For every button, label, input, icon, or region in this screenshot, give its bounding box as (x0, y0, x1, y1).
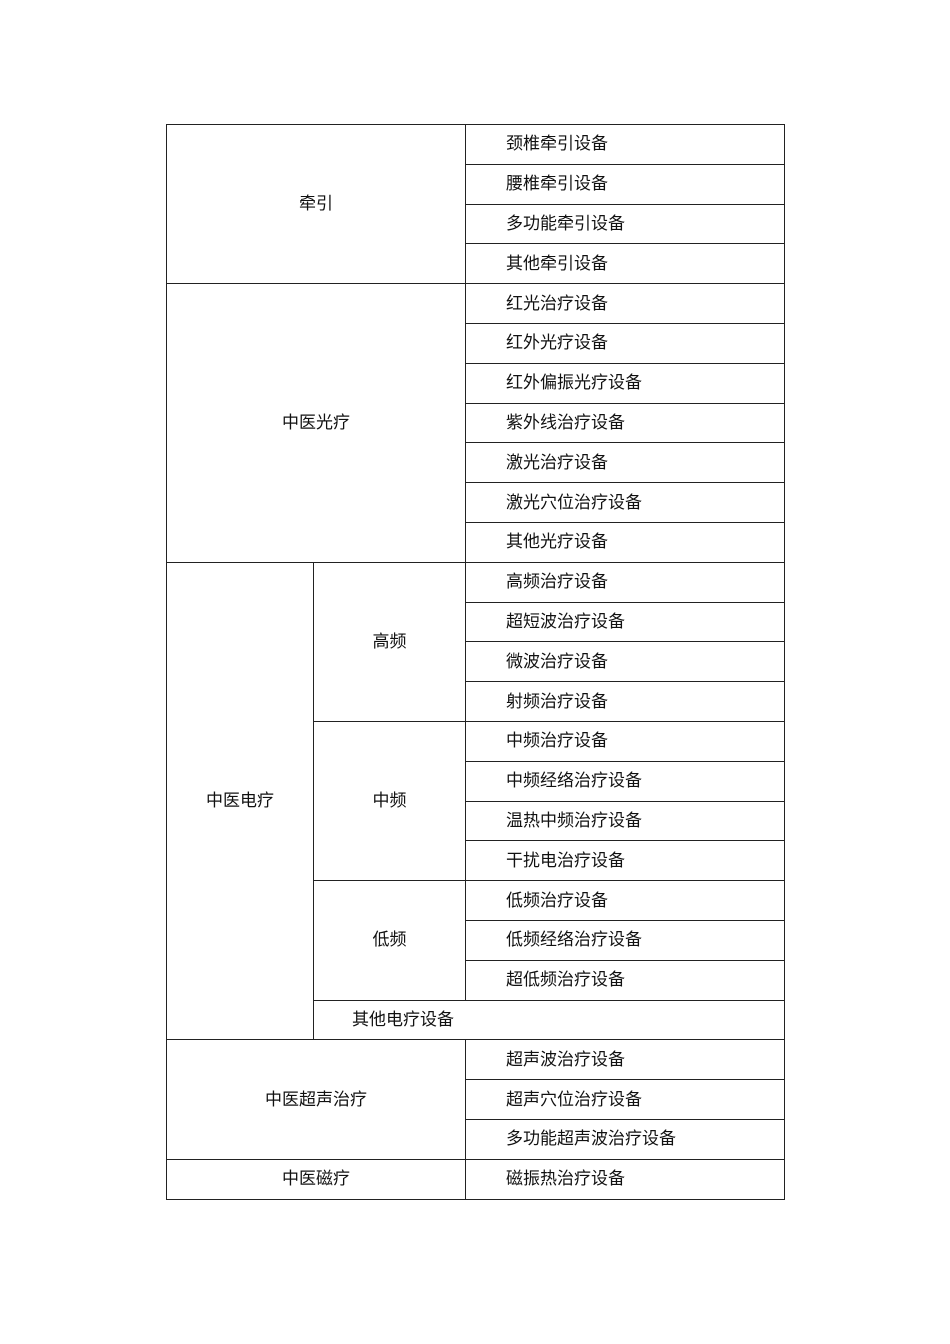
category-electrotherapy: 中医电疗 (166, 561, 314, 1041)
item-cell: 超声波治疗设备 (465, 1039, 785, 1081)
item-cell: 其他光疗设备 (465, 521, 785, 563)
item-cell: 超短波治疗设备 (465, 601, 785, 643)
table-row: 牵引 颈椎牵引设备 (166, 123, 785, 285)
table-row: 其他光疗设备 (167, 521, 785, 563)
item-cell: 红光治疗设备 (465, 283, 785, 324)
table-row: 射频治疗设备 (167, 681, 785, 722)
equipment-classification-table: 牵引 颈椎牵引设备 腰椎牵引设备 多功能牵引设备 其他牵引设备 中医光疗 红光治… (166, 123, 785, 1200)
item-cell: 激光治疗设备 (465, 442, 785, 484)
table-row: 温热中频治疗设备 (167, 800, 785, 842)
table-row: 超短波治疗设备 (167, 601, 785, 643)
table-row: 中医光疗 红光治疗设备 (166, 283, 785, 563)
item-cell: 温热中频治疗设备 (465, 800, 785, 842)
table-row: 中医超声治疗 超声波治疗设备 (166, 1039, 785, 1160)
item-cell: 多功能超声波治疗设备 (465, 1118, 785, 1160)
table-row: 紫外线治疗设备 (167, 402, 785, 444)
table-row: 中频 中频治疗设备 (167, 720, 785, 882)
item-other-electrotherapy: 其他电疗设备 (313, 999, 785, 1041)
item-cell: 红外光疗设备 (465, 322, 785, 364)
table-row: 低频 低频治疗设备 (167, 880, 785, 1001)
item-cell: 其他牵引设备 (465, 243, 785, 285)
category-ultrasound: 中医超声治疗 (166, 1039, 466, 1160)
item-cell: 低频经络治疗设备 (465, 919, 785, 961)
item-cell: 颈椎牵引设备 (465, 124, 785, 165)
item-cell: 激光穴位治疗设备 (465, 482, 785, 523)
item-cell: 低频治疗设备 (465, 880, 785, 921)
category-traction: 牵引 (166, 123, 466, 285)
table-row: 超低频治疗设备 (167, 959, 785, 1001)
item-cell: 腰椎牵引设备 (465, 163, 785, 205)
subcategory-low-frequency: 低频 (313, 880, 466, 1001)
item-cell: 磁振热治疗设备 (465, 1158, 785, 1200)
table-row: 中医磁疗 磁振热治疗设备 (166, 1158, 785, 1200)
table-row: 红外偏振光疗设备 (167, 362, 785, 404)
table-row: 中频经络治疗设备 (167, 760, 785, 802)
subcategory-high-frequency: 高频 (313, 561, 466, 722)
item-cell: 紫外线治疗设备 (465, 402, 785, 444)
item-cell: 高频治疗设备 (465, 561, 785, 603)
table-row: 多功能超声波治疗设备 (167, 1118, 785, 1160)
category-light-therapy: 中医光疗 (166, 283, 466, 563)
item-cell: 多功能牵引设备 (465, 203, 785, 245)
item-cell: 干扰电治疗设备 (465, 840, 785, 882)
category-magnetic: 中医磁疗 (166, 1158, 466, 1200)
item-cell: 红外偏振光疗设备 (465, 362, 785, 404)
table-row: 激光治疗设备 (167, 442, 785, 484)
table-row: 激光穴位治疗设备 (167, 482, 785, 523)
item-cell: 微波治疗设备 (465, 641, 785, 683)
table-row: 多功能牵引设备 (167, 203, 785, 245)
item-cell: 中频经络治疗设备 (465, 760, 785, 802)
table-row: 红外光疗设备 (167, 322, 785, 364)
item-cell: 超声穴位治疗设备 (465, 1079, 785, 1120)
table-row: 微波治疗设备 (167, 641, 785, 683)
item-cell: 超低频治疗设备 (465, 959, 785, 1001)
item-cell: 中频治疗设备 (465, 720, 785, 762)
subcategory-mid-frequency: 中频 (313, 720, 466, 882)
table-row: 中医电疗 高频 高频治疗设备 (166, 561, 785, 1041)
table-row: 低频经络治疗设备 (167, 919, 785, 961)
table-row: 腰椎牵引设备 (167, 163, 785, 205)
item-cell: 射频治疗设备 (465, 681, 785, 722)
table-row: 干扰电治疗设备 (167, 840, 785, 882)
